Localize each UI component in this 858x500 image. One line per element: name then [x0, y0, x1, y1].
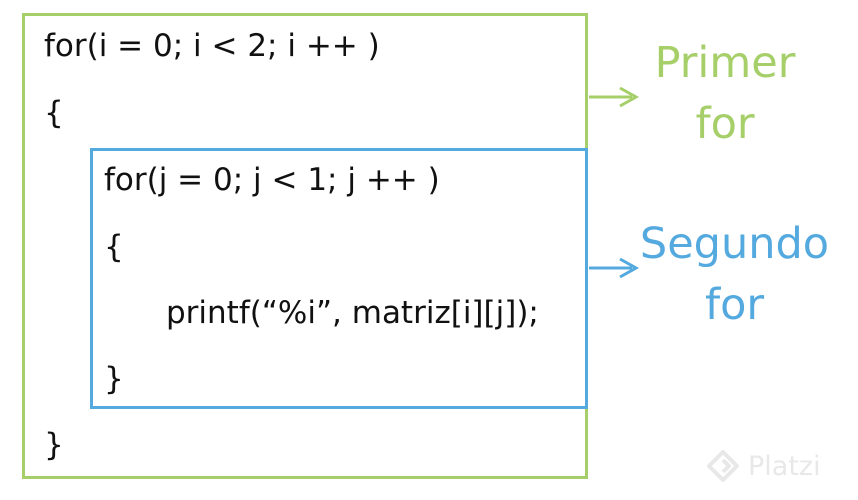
primer-for-label-line2: for [695, 99, 755, 149]
inner-arrow-icon [589, 257, 640, 279]
platzi-watermark: Platzi [706, 446, 821, 486]
inner-for-box [90, 148, 588, 409]
outer-close-brace: } [44, 427, 64, 463]
outer-open-brace: { [44, 95, 64, 131]
platzi-logo-icon [707, 450, 739, 482]
inner-for-header: for(j = 0; j < 1; j ++ ) [104, 162, 440, 198]
inner-open-brace: { [104, 229, 124, 265]
outer-for-header: for(i = 0; i < 2; i ++ ) [44, 28, 380, 64]
segundo-for-label-line2: for [704, 280, 765, 330]
segundo-for-label-line1: Segundo [639, 219, 830, 269]
inner-close-brace: } [104, 361, 124, 397]
outer-arrow-icon [589, 86, 640, 108]
primer-for-label-line1: Primer [654, 38, 796, 88]
printf-statement: printf(“%i”, matriz[i][j]); [166, 295, 539, 331]
platzi-watermark-text: Platzi [748, 450, 821, 482]
